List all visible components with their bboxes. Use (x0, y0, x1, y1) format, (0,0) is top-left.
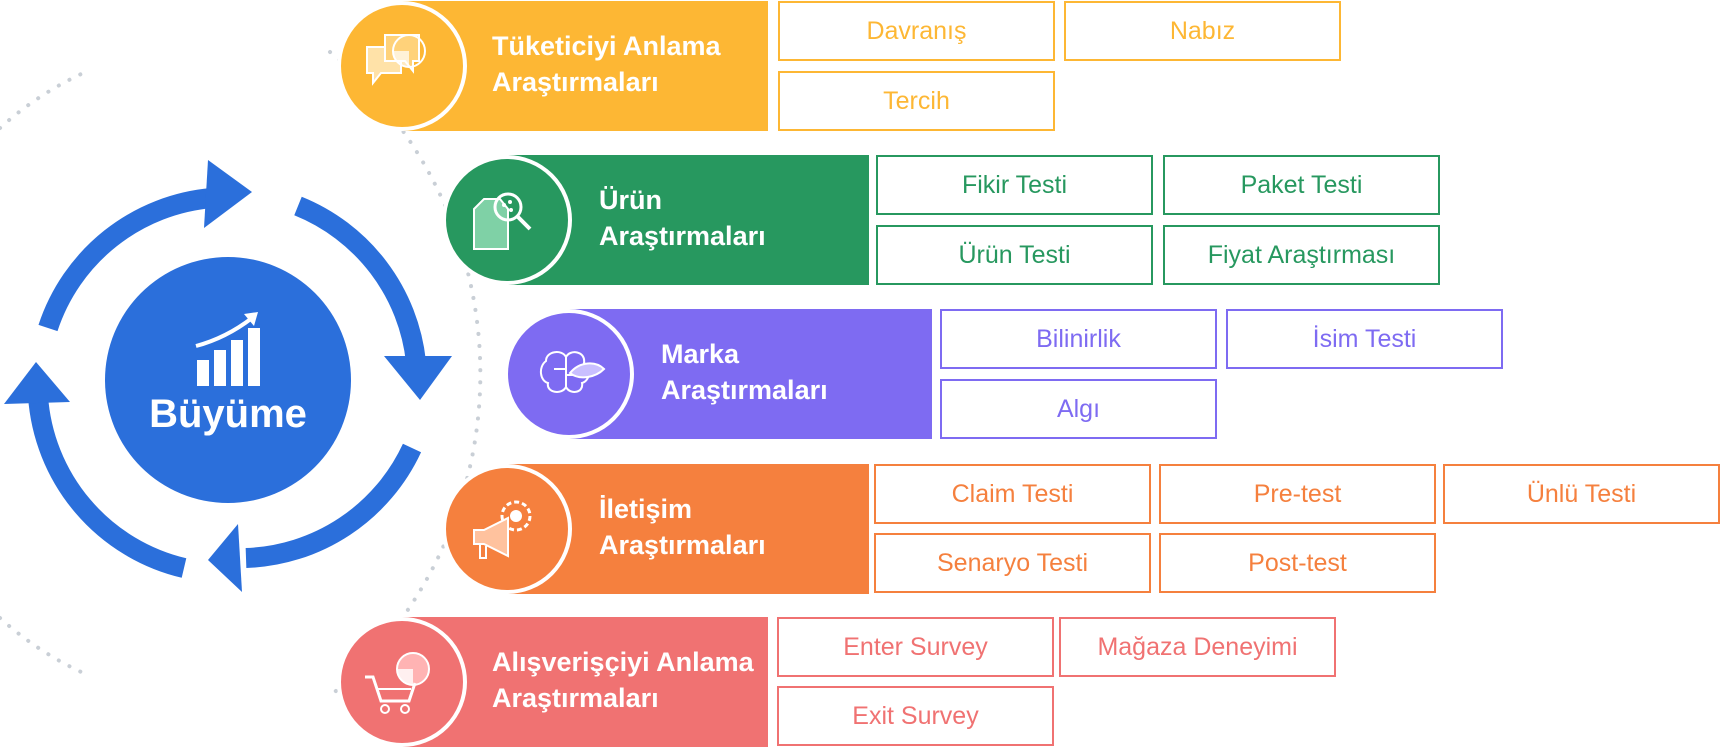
tag-bilinirlik: Bilinirlik (940, 309, 1217, 369)
tag-algi: Algı (940, 379, 1217, 439)
band-brand: Marka Araştırmaları (504, 309, 932, 439)
dotted-arc-outer (0, 68, 92, 130)
band-consumer-title-line1: Tüketiciyi Anlama (492, 31, 721, 61)
growth-chart-icon (195, 312, 260, 386)
tag-fikir-testi: Fikir Testi (876, 155, 1153, 215)
band-product-title-line2: Araştırmaları (599, 221, 766, 251)
tag-exit-survey: Exit Survey (777, 686, 1054, 746)
band-shopper-ring (337, 617, 467, 747)
megaphone-gear-icon (473, 500, 532, 559)
band-communication-title-line2: Araştırmaları (599, 530, 766, 560)
product-magnifier-icon (473, 192, 532, 250)
band-communication-title: İletişim Araştırmaları (599, 491, 766, 563)
band-communication: İletişim Araştırmaları (442, 464, 869, 594)
tag-urun-testi: Ürün Testi (876, 225, 1153, 285)
tag-fiyat-arastirmasi: Fiyat Araştırması (1163, 225, 1440, 285)
tag-magaza-deneyimi: Mağaza Deneyimi (1059, 617, 1336, 677)
band-brand-title-line1: Marka (661, 339, 740, 369)
band-brand-title-line2: Araştırmaları (661, 375, 828, 405)
tag-claim-testi: Claim Testi (874, 464, 1151, 524)
shopping-cart-pie-icon (365, 652, 430, 714)
tag-senaryo-testi: Senaryo Testi (874, 533, 1151, 593)
brain-leaf-icon (540, 351, 606, 393)
band-brand-title: Marka Araştırmaları (661, 336, 828, 408)
tag-tercih: Tercih (778, 71, 1055, 131)
band-shopper-title-line2: Araştırmaları (492, 683, 659, 713)
band-consumer: Tüketiciyi Anlama Araştırmaları (337, 1, 768, 131)
hub-label: Büyüme (149, 392, 307, 436)
arrowhead-bottom (208, 524, 242, 592)
band-consumer-title: Tüketiciyi Anlama Araştırmaları (492, 28, 721, 100)
arrowhead-right (384, 356, 452, 400)
tag-isim-testi: İsim Testi (1226, 309, 1503, 369)
tag-davranis: Davranış (778, 1, 1055, 61)
tag-paket-testi: Paket Testi (1163, 155, 1440, 215)
band-product-title-line1: Ürün (599, 185, 662, 215)
cycle-arrowheads (4, 160, 452, 592)
tag-unlu-testi: Ünlü Testi (1443, 464, 1720, 524)
speech-bubbles-pie-icon (366, 34, 426, 86)
band-product-title: Ürün Araştırmaları (599, 182, 766, 254)
cycle-arrows (28, 188, 426, 578)
cycle-arrow-right (294, 196, 426, 364)
cycle-arrow-left (28, 395, 187, 578)
band-communication-title-line1: İletişim (599, 494, 693, 524)
band-product: Ürün Araştırmaları (442, 155, 869, 285)
band-shopper: Alışverişçiyi Anlama Araştırmaları (337, 617, 768, 747)
arrowhead-left (4, 362, 70, 404)
band-consumer-title-line2: Araştırmaları (492, 67, 659, 97)
cycle-arrow-top (38, 188, 213, 332)
tag-post-test: Post-test (1159, 533, 1436, 593)
tag-nabiz: Nabız (1064, 1, 1341, 61)
tag-pre-test: Pre-test (1159, 464, 1436, 524)
tag-enter-survey: Enter Survey (777, 617, 1054, 677)
cycle-arrow-bottom (245, 443, 422, 568)
band-shopper-title-line1: Alışverişçiyi Anlama (492, 647, 754, 677)
dotted-arc-outer-bottom (0, 616, 92, 678)
band-shopper-title: Alışverişçiyi Anlama Araştırmaları (492, 644, 754, 716)
arrowhead-top (204, 160, 252, 228)
hub-circle (105, 257, 351, 503)
